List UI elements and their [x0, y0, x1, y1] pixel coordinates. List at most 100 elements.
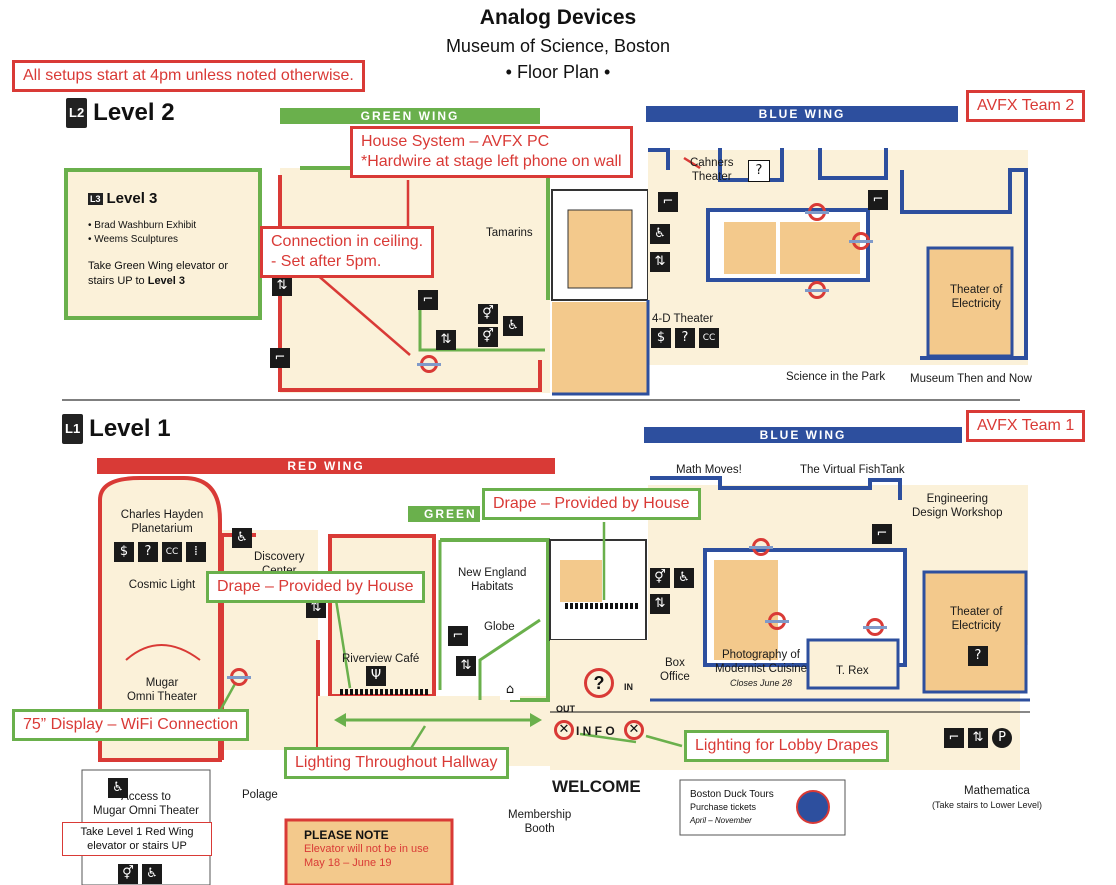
setup-time-note: All setups start at 4pm unless noted oth…	[12, 60, 365, 92]
marker-pin-icon	[227, 668, 251, 686]
elevator-icon: ⇅	[456, 656, 476, 676]
level3-item: • Weems Sculptures	[88, 234, 179, 245]
elevator-icon: ⇅	[306, 598, 326, 618]
elevator-icon: ⇅	[436, 330, 456, 350]
level2-heading: L2 Level 2	[66, 98, 175, 128]
braille-icon: ⁞	[186, 542, 206, 562]
duck-tours-sub: Purchase tickets	[690, 802, 757, 812]
science-park-label: Science in the Park	[786, 371, 886, 383]
hearing-icon: ?	[748, 160, 770, 182]
stairs-icon: ⌐	[868, 190, 888, 210]
please-note-title: PLEASE NOTE	[304, 828, 389, 842]
drape-top-note: Drape – Provided by House	[482, 488, 701, 520]
level2-blue-wing-banner: BLUE WING	[646, 106, 958, 122]
info-icon: ?	[584, 668, 614, 698]
marker-pin-icon	[849, 232, 873, 250]
drape-left-note: Drape – Provided by House	[206, 571, 425, 603]
venue-name: Museum of Science, Boston	[445, 36, 671, 56]
riverview-cafe-label: Riverview Café	[342, 653, 420, 665]
accessible-icon: ♿	[142, 864, 162, 884]
mathematica-note: (Take stairs to Lower Level)	[932, 800, 1043, 810]
restroom-icon: ⚥	[478, 304, 498, 324]
level3-tag: L3	[88, 192, 103, 205]
level3-info-box: L3 Level 3 • Brad Washburn Exhibit • Wee…	[88, 190, 248, 289]
level1-red-wing-banner: RED WING	[97, 458, 555, 474]
x-marker-icon: ✕	[554, 720, 574, 740]
hearing-icon: ?	[968, 646, 988, 666]
page-subtitle: • Floor Plan •	[505, 62, 611, 82]
math-moves-label: Math Moves!	[676, 464, 742, 476]
coat-check-icon: ⌂	[500, 680, 520, 700]
dollar-icon: $	[114, 542, 134, 562]
house-system-note: House System – AVFX PC*Hardwire at stage…	[350, 126, 633, 178]
duck-tours-title: Boston Duck Tours	[690, 789, 774, 800]
please-note-line: Elevator will not be in use	[304, 843, 429, 855]
x-marker-icon: ✕	[624, 720, 644, 740]
museum-then-now-label: Museum Then and Now	[910, 373, 1032, 385]
stairs-icon: ⌐	[418, 290, 438, 310]
elevator-icon: ⇅	[272, 276, 292, 296]
hallway-lighting-note: Lighting Throughout Hallway	[284, 747, 509, 779]
elevator-icon: ⇅	[968, 728, 988, 748]
level3-heading: L3 Level 3	[88, 190, 248, 207]
stairs-icon: ⌐	[658, 192, 678, 212]
level1-green-wing-banner: GREEN	[408, 506, 480, 522]
level3-directions: Take Green Wing elevator or stairs UP to…	[88, 260, 229, 287]
trex-label: T. Rex	[836, 665, 869, 677]
stairs-icon: ⌐	[944, 728, 964, 748]
info-label: I N F O	[576, 724, 615, 738]
lobby-lighting-note: Lighting for Lobby Drapes	[684, 730, 890, 762]
4d-theater-label: 4-D Theater	[652, 313, 714, 325]
mathematica-label: Mathematica	[964, 785, 1030, 797]
marker-pin-icon	[749, 538, 773, 556]
marker-pin-icon	[765, 612, 789, 630]
page-title: Analog Devices	[479, 6, 637, 29]
stairs-icon: ⌐	[872, 524, 892, 544]
in-label: IN	[624, 682, 633, 692]
welcome-label: WELCOME	[552, 777, 641, 796]
accessible-icon: ♿	[503, 316, 523, 336]
hearing-icon: ?	[138, 542, 158, 562]
avfx-team2-note: AVFX Team 2	[966, 90, 1086, 122]
accessible-icon: ♿	[232, 528, 252, 548]
marker-pin-icon	[805, 203, 829, 221]
marker-pin-icon	[417, 355, 441, 373]
level2-title: Level 2	[93, 99, 175, 126]
accessible-icon: ♿	[108, 778, 128, 798]
hearing-icon: ?	[675, 328, 695, 348]
level2-tag: L2	[66, 98, 88, 128]
duck-tours-logo-icon	[796, 790, 830, 824]
polage-label: Polage	[242, 789, 278, 801]
duck-tours-dates: April – November	[690, 816, 752, 825]
restroom-icon: ⚥	[650, 568, 670, 588]
virtual-fishtank-label: The Virtual FishTank	[800, 464, 905, 476]
level1-heading: L1 Level 1	[62, 414, 171, 444]
level1-tag: L1	[62, 414, 84, 444]
restroom-icon: ♿	[650, 224, 670, 244]
accessible-icon: ♿	[674, 568, 694, 588]
stairs-icon: ⌐	[448, 626, 468, 646]
parking-icon: P	[992, 728, 1012, 748]
marker-pin-icon	[863, 618, 887, 636]
stairs-icon: ⌐	[270, 348, 290, 368]
restroom-icon: ⚥	[478, 327, 498, 347]
level2-green-wing-banner: GREEN WING	[280, 108, 540, 124]
dollar-icon: $	[651, 328, 671, 348]
elevator-icon: ⇅	[650, 252, 670, 272]
restroom-icon: ⚥	[118, 864, 138, 884]
please-note-line: May 18 – June 19	[304, 857, 392, 869]
level1-blue-wing-banner: BLUE WING	[644, 427, 962, 443]
out-label: OUT	[556, 704, 575, 714]
level3-title: Level 3	[106, 190, 158, 207]
globe-label: Globe	[484, 621, 515, 633]
duck-tours-box: Boston Duck Tours Purchase tickets April…	[690, 788, 774, 827]
